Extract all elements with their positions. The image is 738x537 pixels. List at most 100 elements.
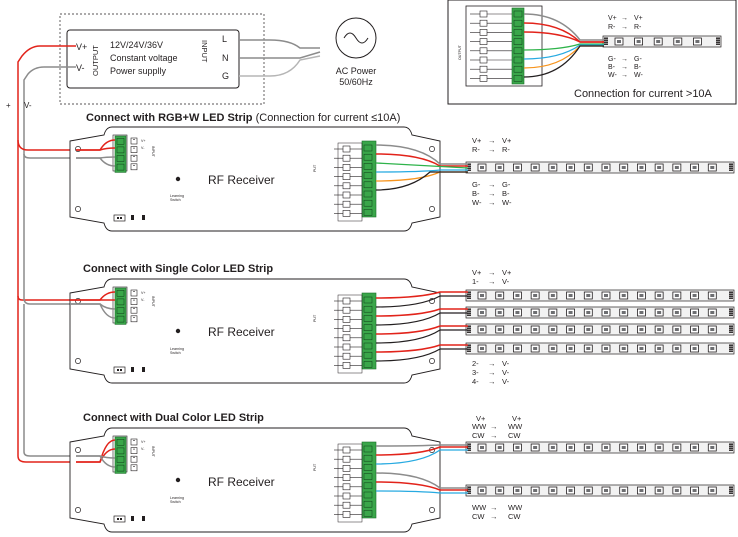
output-pin bbox=[342, 297, 351, 305]
strip-pad bbox=[716, 43, 720, 45]
hc-wires bbox=[523, 13, 604, 78]
output-pin bbox=[342, 474, 351, 481]
svg-text:G-: G- bbox=[502, 180, 511, 189]
single-wire bbox=[375, 329, 468, 344]
svg-text:→: → bbox=[488, 145, 496, 154]
led-chip-core bbox=[533, 294, 538, 297]
led-chip-core bbox=[639, 347, 644, 350]
hc-strip bbox=[602, 35, 722, 48]
output-pin bbox=[342, 200, 351, 208]
svg-text:V+: V+ bbox=[472, 268, 482, 277]
hc-pin bbox=[479, 47, 488, 55]
svg-text:4-: 4- bbox=[472, 377, 479, 386]
strip-pad bbox=[729, 449, 733, 451]
input-mark: V+ bbox=[141, 291, 146, 295]
led-chip-core bbox=[674, 311, 679, 314]
dual-receiver: V+V- bbox=[69, 427, 441, 533]
led-chip-core bbox=[639, 294, 644, 297]
output-screw bbox=[363, 144, 373, 152]
strip-pad bbox=[467, 327, 471, 329]
strip-pad bbox=[729, 314, 733, 316]
strip-pad bbox=[604, 43, 608, 45]
led-chip-core bbox=[692, 446, 697, 449]
rgbw-receiver-label: RF Receiver bbox=[208, 173, 275, 187]
led-chip-core bbox=[710, 166, 715, 169]
led-chip-core bbox=[586, 166, 591, 169]
led-chip-core bbox=[639, 166, 644, 169]
mode-switch-icon bbox=[113, 515, 126, 523]
dual-map-labels: V+V+ WW→WW CW→CW WW→WW CW→CW bbox=[472, 414, 523, 521]
led-chip-core bbox=[621, 311, 626, 314]
hc-output-terminal bbox=[511, 7, 525, 85]
input-terminal-screw bbox=[116, 456, 125, 463]
led-chip-core bbox=[568, 294, 573, 297]
led-chip-core bbox=[568, 489, 573, 492]
strip-pad bbox=[716, 39, 720, 41]
hc-screw bbox=[513, 19, 523, 27]
led-chip-core bbox=[639, 311, 644, 314]
strip-pad bbox=[729, 310, 733, 312]
single-wire bbox=[375, 295, 468, 308]
strip-pad bbox=[467, 443, 471, 445]
hc-screw bbox=[513, 56, 523, 64]
hc-g-to: G- bbox=[634, 56, 642, 63]
hc-wire-vplus bbox=[523, 13, 604, 41]
output-pin bbox=[342, 182, 351, 190]
led-chip-core bbox=[604, 328, 608, 331]
strip-pad bbox=[729, 165, 733, 167]
svg-text:1-: 1- bbox=[472, 277, 479, 286]
hc-screw bbox=[513, 29, 523, 36]
indicator-icon bbox=[142, 215, 145, 220]
led-chip-core bbox=[497, 347, 502, 350]
svg-text:WW: WW bbox=[508, 503, 523, 512]
hc-wire-w2 bbox=[523, 45, 604, 78]
strip-pad bbox=[729, 443, 733, 445]
strip-pad bbox=[467, 163, 471, 165]
dual-title: Connect with Dual Color LED Strip bbox=[83, 412, 264, 424]
output-screw bbox=[363, 500, 373, 508]
led-chip-core bbox=[617, 40, 621, 43]
strip-pad bbox=[729, 293, 733, 295]
rgbw-title: Connect with RGB+W LED Strip (Connection… bbox=[86, 112, 400, 124]
svg-text:→: → bbox=[621, 72, 628, 79]
svg-text:V-: V- bbox=[502, 359, 510, 368]
output-pin bbox=[342, 492, 351, 500]
output-screw bbox=[363, 454, 373, 462]
input-terminal-screw bbox=[116, 298, 125, 306]
output-housing bbox=[337, 294, 363, 374]
led-chip-core bbox=[710, 294, 715, 297]
input-wires bbox=[70, 139, 116, 468]
led-chip-core bbox=[674, 347, 679, 350]
led-chip-core bbox=[710, 311, 715, 314]
strip-pad bbox=[729, 447, 733, 449]
svg-text:V+: V+ bbox=[502, 136, 512, 145]
led-chip-core bbox=[480, 311, 484, 314]
strip-pad bbox=[729, 327, 733, 329]
bus-minus-label: V- bbox=[24, 101, 32, 110]
led-chip-core bbox=[533, 446, 538, 449]
led-chip-core bbox=[656, 40, 661, 43]
supply-bus: + V- bbox=[6, 45, 76, 463]
strip-pad bbox=[729, 291, 733, 293]
svg-text:V-: V- bbox=[502, 368, 510, 377]
ac-power-label: AC Power bbox=[336, 66, 377, 76]
led-chip-core bbox=[604, 166, 608, 169]
indicator-icon bbox=[142, 516, 145, 521]
learning-switch-icon bbox=[175, 328, 181, 334]
strip-pad bbox=[467, 310, 471, 312]
dual-switch: Switch bbox=[170, 500, 181, 504]
led-chip-core bbox=[550, 166, 555, 169]
svg-text:R-: R- bbox=[502, 145, 510, 154]
output-pin bbox=[342, 352, 351, 360]
output-pin bbox=[342, 191, 351, 199]
hc-caption: Connection for current >10A bbox=[574, 88, 713, 100]
led-chip-core bbox=[604, 489, 608, 492]
led-chip-core bbox=[657, 328, 662, 331]
led-chip-core bbox=[550, 446, 555, 449]
hc-screw bbox=[513, 10, 523, 18]
switch-dot bbox=[117, 217, 119, 219]
output-screw bbox=[363, 296, 373, 304]
output-screw bbox=[363, 473, 373, 480]
led-chip-core bbox=[657, 489, 662, 492]
strip-pad bbox=[467, 295, 471, 297]
